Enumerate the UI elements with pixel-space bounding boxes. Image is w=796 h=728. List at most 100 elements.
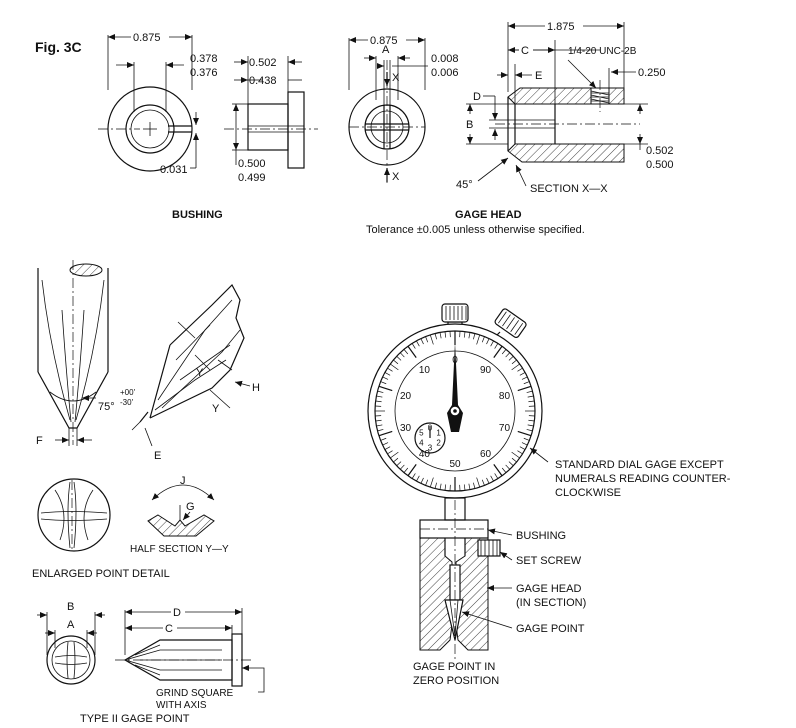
dial-tick xyxy=(486,477,490,484)
bushing-front-view xyxy=(98,30,199,172)
half-section-label: HALF SECTION Y—Y xyxy=(130,544,229,555)
type2-title: TYPE II GAGE POINT xyxy=(80,713,190,725)
dial-tick xyxy=(508,461,514,467)
dial-tick xyxy=(468,332,471,339)
dial-tick xyxy=(390,363,399,371)
dial-tick xyxy=(420,477,424,484)
dial-number: 80 xyxy=(499,391,511,402)
dial-tick xyxy=(501,349,507,355)
bushing-title: BUSHING xyxy=(172,209,223,221)
bushing-dim-0378: 0.378 xyxy=(190,53,218,65)
dial-tick xyxy=(508,355,514,361)
dial-tick xyxy=(528,419,535,422)
dial-tick xyxy=(523,437,530,441)
dial-tick xyxy=(526,390,533,393)
dial-tick xyxy=(521,376,528,380)
dial-gage xyxy=(367,303,543,521)
bushing-dim-0500: 0.500 xyxy=(238,158,266,170)
gagehead-dim-0502: 0.502 xyxy=(646,145,674,157)
dial-tick xyxy=(521,442,528,446)
dial-tick xyxy=(505,464,511,470)
dial-tick xyxy=(390,451,399,459)
dial-number: 40 xyxy=(419,449,431,460)
dial-tick xyxy=(407,464,417,477)
dial-tick xyxy=(378,385,393,392)
dial-tick xyxy=(527,395,534,398)
dial-number: 0 xyxy=(452,355,458,366)
point-angle: 75° xyxy=(98,401,115,413)
dial-tick xyxy=(407,345,417,358)
bushing-side-view xyxy=(224,56,318,169)
dial-tick xyxy=(375,400,382,403)
gagehead-dim-0875: 0.875 xyxy=(370,35,398,47)
dial-tick xyxy=(505,352,511,358)
gagehead-dim-0500: 0.500 xyxy=(646,159,674,171)
dial-tick xyxy=(463,331,466,338)
half-section xyxy=(147,484,215,537)
dial-tick xyxy=(384,446,391,450)
gagehead-section-x-bottom: X xyxy=(392,171,400,183)
dial-tick xyxy=(444,331,447,338)
dial-tick xyxy=(463,484,466,491)
subdial-number: 0 xyxy=(428,424,433,433)
dial-tick xyxy=(493,345,503,358)
gagehead-dim-E: E xyxy=(535,70,542,82)
subdial-number: 2 xyxy=(436,439,441,448)
point-label-E: E xyxy=(154,450,161,462)
dial-tick xyxy=(527,424,534,427)
gagehead-dim-0006: 0.006 xyxy=(431,67,459,79)
bushing-dim-0502: 0.502 xyxy=(249,57,277,69)
subdial-number: 3 xyxy=(428,444,433,453)
assembly-caption-line2: ZERO POSITION xyxy=(413,675,499,687)
dial-tick xyxy=(494,343,499,349)
dial-tick xyxy=(429,477,434,488)
dial-tick xyxy=(476,334,481,345)
dial-tick xyxy=(377,429,384,432)
dial-tick xyxy=(387,367,393,372)
dial-tick xyxy=(411,473,416,479)
dial-tick xyxy=(411,343,416,349)
dial-tick xyxy=(486,338,490,345)
dial-number: 20 xyxy=(400,391,412,402)
enlarged-point-oblique xyxy=(131,284,251,447)
dial-tick xyxy=(399,352,405,358)
point-label-G: G xyxy=(186,501,195,513)
gage-head-end-view xyxy=(348,33,428,185)
bushing-dim-0376: 0.376 xyxy=(190,67,218,79)
dial-tick xyxy=(393,359,399,365)
dial-tick xyxy=(434,333,437,340)
dial-tick xyxy=(378,430,393,437)
dial-number: 50 xyxy=(449,459,461,470)
figure-label: Fig. 3C xyxy=(35,39,82,55)
dial-tick xyxy=(511,451,520,459)
bushing-dim-0875: 0.875 xyxy=(133,32,161,44)
bushing-dim-0499: 0.499 xyxy=(238,172,266,184)
subdial-number: 1 xyxy=(436,429,441,438)
gagehead-dim-1875: 1.875 xyxy=(547,21,575,33)
enlarged-point-side xyxy=(37,260,109,446)
dial-tick xyxy=(393,457,399,463)
point-label-F: F xyxy=(36,435,43,447)
dial-tick xyxy=(494,473,499,479)
dial-tick xyxy=(511,359,517,365)
type2-label-B: B xyxy=(67,601,74,613)
dial-tick xyxy=(376,424,383,427)
dial-tick xyxy=(387,450,393,455)
dial-number: 90 xyxy=(480,365,492,376)
dial-tick xyxy=(382,376,389,380)
dial-tick xyxy=(517,367,523,372)
gagehead-section-label: SECTION X—X xyxy=(530,183,608,195)
dial-tick xyxy=(396,461,402,467)
dial-tick xyxy=(380,437,387,441)
dial-tick xyxy=(399,464,405,470)
dial-tick xyxy=(439,332,442,339)
dial-tick xyxy=(425,336,429,343)
dial-tick xyxy=(425,479,429,486)
dial-tick xyxy=(511,457,517,463)
type2-note-line1: GRIND SQUARE xyxy=(156,688,234,699)
subdial-number: 5 xyxy=(419,429,424,438)
gagehead-title: GAGE HEAD xyxy=(455,209,522,221)
dial-tick xyxy=(416,340,420,347)
gagehead-dim-0008: 0.008 xyxy=(431,53,459,65)
